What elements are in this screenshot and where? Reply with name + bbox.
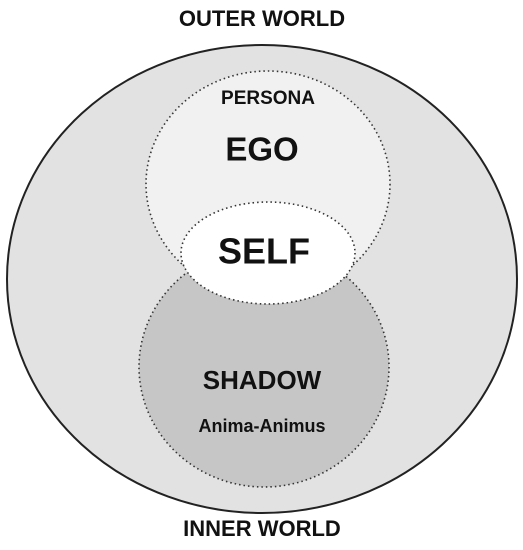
persona-label: PERSONA (221, 88, 315, 109)
self-ellipse (180, 201, 356, 305)
shadow-label: SHADOW (203, 365, 322, 395)
outer-world-label: OUTER WORLD (179, 6, 345, 31)
ego-label: EGO (225, 131, 298, 168)
anima-animus-label: Anima-Animus (198, 416, 325, 436)
inner-world-label: INNER WORLD (183, 516, 341, 541)
self-label: SELF (218, 231, 310, 272)
